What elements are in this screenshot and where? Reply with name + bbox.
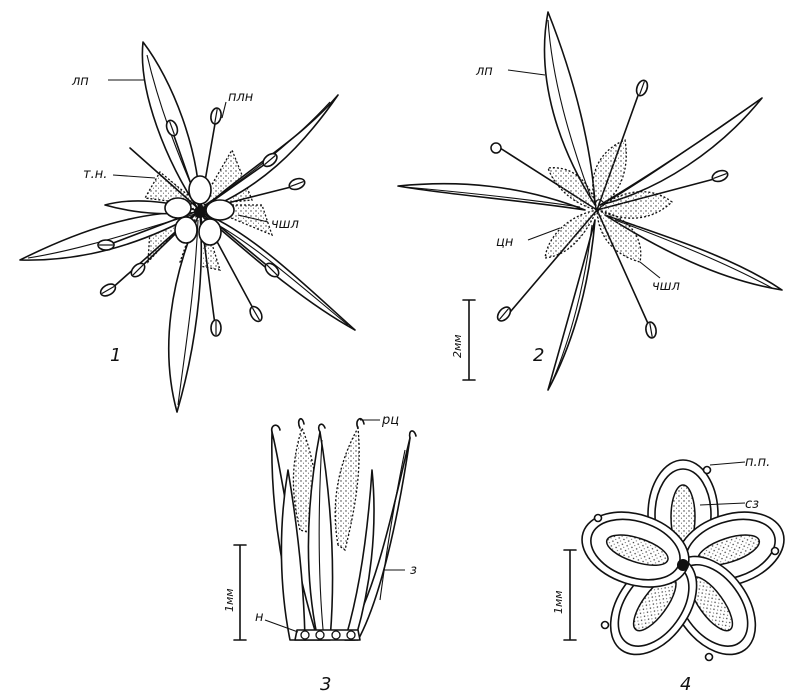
figure-1-number: 1 xyxy=(110,345,121,366)
figure-4-scale-bar xyxy=(564,550,576,640)
figure-3-nectary-label: н xyxy=(255,610,264,625)
figure-2-number: 2 xyxy=(533,345,544,366)
figure-2-scale-label: 2мм xyxy=(451,334,464,358)
figure-4-number: 4 xyxy=(680,674,691,691)
figure-1-nectary-label: т.н. xyxy=(83,167,107,182)
figure-2-flower xyxy=(398,12,782,390)
figure-3-number: 3 xyxy=(320,674,331,691)
figure-2-scale-bar xyxy=(463,300,475,380)
figure-4-scale-label: 1мм xyxy=(552,590,565,614)
figure-3-pistil-side xyxy=(265,419,416,640)
figure-3-scale-label: 1мм xyxy=(223,588,236,612)
figure-3-ovary-label: з xyxy=(410,563,417,578)
figure-2-sepal-label: чшл xyxy=(652,279,680,294)
figure-2-petal-label: лп xyxy=(475,64,493,79)
figure-2-nectary-label: цн xyxy=(496,235,514,250)
figure-1-petal-label: лп xyxy=(71,74,89,89)
figure-3-stigma-label: рц xyxy=(381,413,399,428)
figure-4-seed-label: сз xyxy=(745,497,759,512)
figure-4-cross-section xyxy=(572,460,791,671)
figure-1-flower xyxy=(20,42,355,412)
figure-1-sepal-label: чшл xyxy=(271,217,299,232)
figure-4-wall-label: п.п. xyxy=(745,455,770,470)
figure-1-anther-label: плн xyxy=(228,90,254,105)
